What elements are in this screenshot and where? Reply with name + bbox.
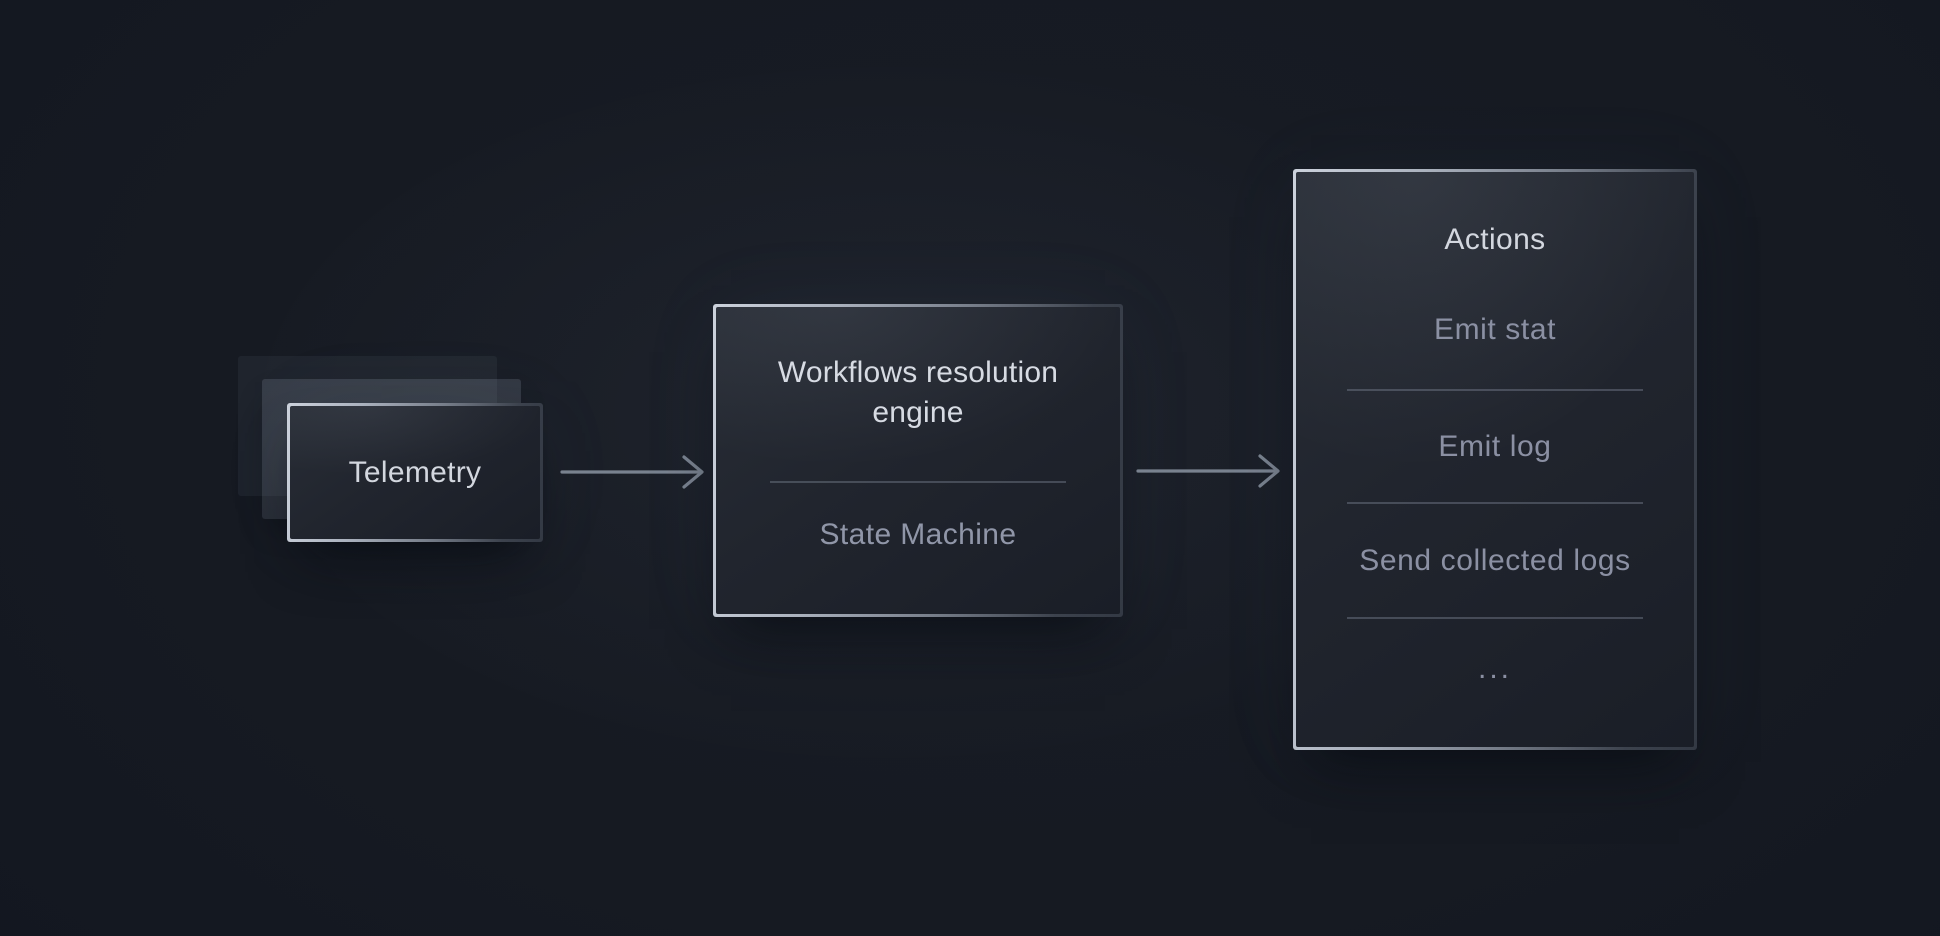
divider [1347,502,1643,504]
engine-subtitle: State Machine [819,518,1017,551]
action-item-emit-log: Emit log [1438,430,1552,463]
divider [770,481,1066,483]
telemetry-label: Telemetry [348,455,482,489]
divider [1347,617,1643,619]
engine-title: Workflows resolution engine [777,356,1059,429]
node-engine-background [716,307,1120,614]
actions-title: Actions [1444,223,1546,256]
node-actions: Actions Emit stat Emit log Send collecte… [1293,169,1697,750]
node-telemetry: Telemetry [287,403,543,542]
flow-arrow-icon [1136,454,1280,488]
flow-arrow-icon [560,455,704,489]
action-item-ellipsis: ... [1477,652,1512,685]
action-item-emit-stat: Emit stat [1433,313,1557,346]
node-telemetry-background [290,406,540,539]
divider [1347,389,1643,391]
action-item-send-collected-logs: Send collected logs [1359,544,1631,577]
node-actions-background [1296,172,1694,747]
node-workflows-resolution-engine: Workflows resolution engine State Machin… [713,304,1123,617]
